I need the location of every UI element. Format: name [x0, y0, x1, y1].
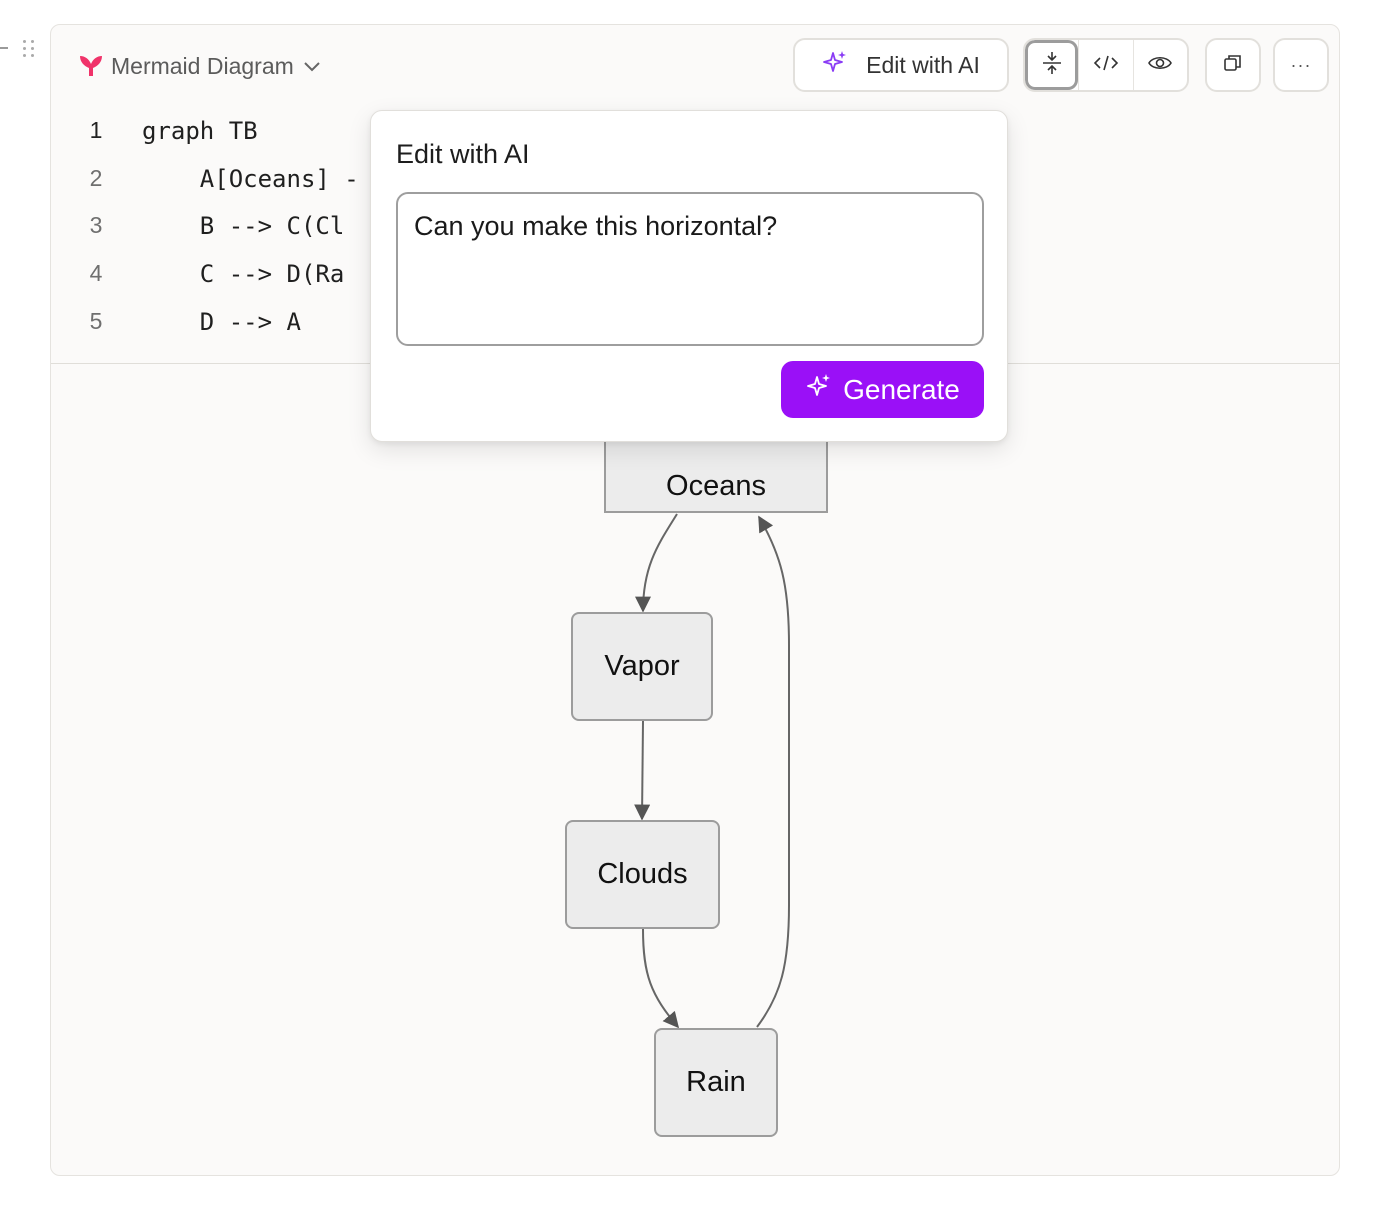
- view-mode-group: [1023, 38, 1189, 92]
- edit-with-ai-button[interactable]: Edit with AI: [793, 38, 1009, 92]
- code-editor[interactable]: 1 graph TB 2 A[Oceans] - 3 B --> C(Cl 4 …: [51, 105, 1339, 363]
- chevron-down-icon: [302, 56, 322, 76]
- node-label: Vapor: [604, 650, 680, 682]
- edge-vapor-clouds: [634, 720, 651, 821]
- sparkle-icon: [822, 49, 848, 81]
- code-icon: [1093, 53, 1119, 78]
- more-options-button[interactable]: ···: [1273, 38, 1329, 92]
- edit-with-ai-popover: Edit with AI Can you make this horizonta…: [370, 110, 1008, 442]
- block-header: Mermaid Diagram Edit with AI: [51, 25, 1339, 105]
- node-vapor: Vapor: [571, 612, 713, 721]
- edge-rain-oceans: [756, 515, 790, 1028]
- drag-dots-icon: [21, 38, 37, 60]
- edge-oceans-vapor: [635, 513, 678, 613]
- node-label: Oceans: [666, 469, 766, 502]
- code-text: A[Oceans] -: [142, 165, 359, 193]
- code-line: 4 C --> D(Ra: [51, 260, 1339, 300]
- sparkle-icon: [805, 372, 833, 407]
- code-text: graph TB: [142, 117, 258, 145]
- node-rain: Rain: [654, 1028, 778, 1137]
- code-line: 5 D --> A: [51, 308, 1339, 348]
- code-text: C --> D(Ra: [142, 260, 345, 288]
- popover-title: Edit with AI: [396, 139, 530, 169]
- code-line: 1 graph TB: [51, 117, 1339, 157]
- code-line: 2 A[Oceans] -: [51, 165, 1339, 205]
- copy-button[interactable]: [1205, 38, 1261, 92]
- split-view-button[interactable]: [1025, 40, 1079, 90]
- code-text: B --> C(Cl: [142, 212, 345, 240]
- generate-label: Generate: [843, 373, 960, 405]
- block-type-label: Mermaid Diagram: [111, 52, 294, 79]
- edit-with-ai-label: Edit with AI: [866, 51, 980, 78]
- line-number: 4: [89, 260, 103, 286]
- eye-icon: [1147, 53, 1173, 78]
- diagram-edges: [634, 513, 790, 1029]
- mermaid-logo-icon: [79, 55, 103, 77]
- block-type-selector[interactable]: Mermaid Diagram: [79, 51, 322, 81]
- dash-icon: [0, 47, 8, 49]
- preview-view-button[interactable]: [1132, 40, 1187, 90]
- drag-handle[interactable]: [0, 38, 40, 62]
- more-icon: ···: [1290, 54, 1312, 75]
- copy-icon: [1222, 52, 1244, 79]
- edge-clouds-rain: [642, 928, 680, 1029]
- line-number: 3: [89, 212, 103, 238]
- split-view-icon: [1041, 50, 1063, 81]
- line-number: 2: [89, 165, 103, 191]
- line-number: 5: [89, 308, 103, 334]
- code-line: 3 B --> C(Cl: [51, 212, 1339, 252]
- code-text: D --> A: [142, 308, 301, 336]
- ai-prompt-input[interactable]: Can you make this horizontal?: [396, 192, 984, 346]
- node-label: Rain: [686, 1066, 746, 1098]
- node-clouds: Clouds: [565, 820, 720, 929]
- line-number: 1: [89, 117, 103, 143]
- generate-button[interactable]: Generate: [781, 361, 984, 418]
- code-view-button[interactable]: [1078, 40, 1132, 90]
- node-label: Clouds: [597, 858, 688, 890]
